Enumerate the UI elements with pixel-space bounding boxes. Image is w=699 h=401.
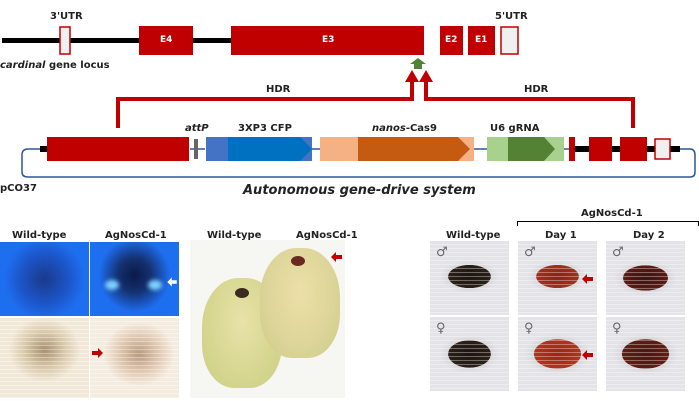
locus-label-gene: cardinal	[0, 60, 46, 71]
utr3-label: 3'UTR	[50, 11, 83, 22]
exon-e4	[139, 26, 193, 55]
cfp-label: 3XP3 CFP	[238, 123, 292, 134]
red-arrow-icon	[92, 348, 103, 358]
system-title: Autonomous gene-drive system	[243, 183, 476, 198]
hdr-arm-right	[424, 80, 635, 128]
homology-arm-left	[47, 137, 189, 161]
hdr-right-label: HDR	[524, 84, 549, 95]
adults-col3-label: Day 2	[633, 230, 665, 241]
cfp-arrow	[228, 137, 312, 161]
attp-site	[194, 139, 198, 159]
locus-label: cardinal gene locus	[0, 60, 110, 71]
exon-e1-label: E1	[475, 35, 488, 45]
homology-exon-2	[589, 137, 612, 161]
exon-e3-label: E3	[322, 35, 335, 45]
adult-day2-female-image: ♀	[606, 317, 685, 391]
pupae-image	[190, 240, 345, 398]
female-symbol: ♀	[524, 321, 534, 336]
cas9-label: nanos-Cas9	[372, 123, 437, 134]
adult-day1-female-image: ♀	[518, 317, 597, 391]
larva-agnoscd1-fluorescence-image	[90, 242, 179, 316]
utr5-label: 5'UTR	[495, 11, 528, 22]
larvae-col2-label: AgNosCd-1	[105, 230, 167, 241]
exon-e2	[440, 26, 463, 55]
utr5-box	[500, 26, 519, 55]
grna-arrow	[508, 137, 555, 161]
locus-label-rest: gene locus	[45, 60, 110, 71]
adults-col2-label: Day 1	[545, 230, 577, 241]
female-symbol: ♀	[612, 321, 622, 336]
larva-wildtype-fluorescence-image	[0, 242, 89, 316]
female-symbol: ♀	[436, 321, 446, 336]
homology-exon-3	[620, 137, 647, 161]
cas9-label-italic: nanos	[372, 123, 406, 134]
adult-day1-male-image: ♂	[518, 241, 597, 315]
utr3-box	[59, 26, 71, 55]
gene-diagram	[2, 26, 696, 178]
plasmid-label: pCO37	[0, 183, 37, 194]
hdr-arm-left	[116, 80, 414, 128]
cas9-arrow	[358, 137, 470, 161]
adult-wildtype-female-image: ♀	[430, 317, 509, 391]
male-symbol: ♂	[436, 245, 448, 260]
hdr-arrowhead-left-icon	[405, 70, 419, 82]
adults-col1-label: Wild-type	[446, 230, 501, 241]
pupae-col1-label: Wild-type	[207, 230, 262, 241]
exon-e1	[468, 26, 495, 55]
adult-day2-male-image: ♂	[606, 241, 685, 315]
red-arrow-icon	[331, 252, 342, 262]
exon-e3	[231, 26, 424, 55]
larva-agnoscd1-brightfield-image	[90, 318, 179, 398]
group-bracket	[517, 221, 699, 226]
red-arrow-icon	[582, 350, 593, 360]
locus-line	[2, 38, 259, 43]
exon-e2-label: E2	[445, 35, 458, 45]
grna-label: U6 gRNA	[490, 123, 540, 134]
adults-group-label: AgNosCd-1	[581, 208, 643, 219]
hdr-left-label: HDR	[266, 84, 291, 95]
red-arrow-icon	[582, 274, 593, 284]
pupae-col2-label: AgNosCd-1	[296, 230, 358, 241]
hdr-arrowhead-right-icon	[419, 70, 433, 82]
attp-label: attP	[185, 123, 209, 134]
fluorescence-arrow-icon	[166, 276, 178, 288]
adult-wildtype-male-image: ♂	[430, 241, 509, 315]
larvae-col1-label: Wild-type	[12, 230, 67, 241]
plasmid-backbone	[21, 148, 696, 178]
exon-e4-label: E4	[160, 35, 173, 45]
cut-site-arrow-icon	[410, 58, 426, 69]
male-symbol: ♂	[612, 245, 624, 260]
cas9-label-rest: -Cas9	[405, 123, 437, 134]
male-symbol: ♂	[524, 245, 536, 260]
larva-wildtype-brightfield-image	[0, 318, 89, 398]
homology-exon-1	[569, 137, 575, 161]
homology-utr	[654, 138, 671, 160]
